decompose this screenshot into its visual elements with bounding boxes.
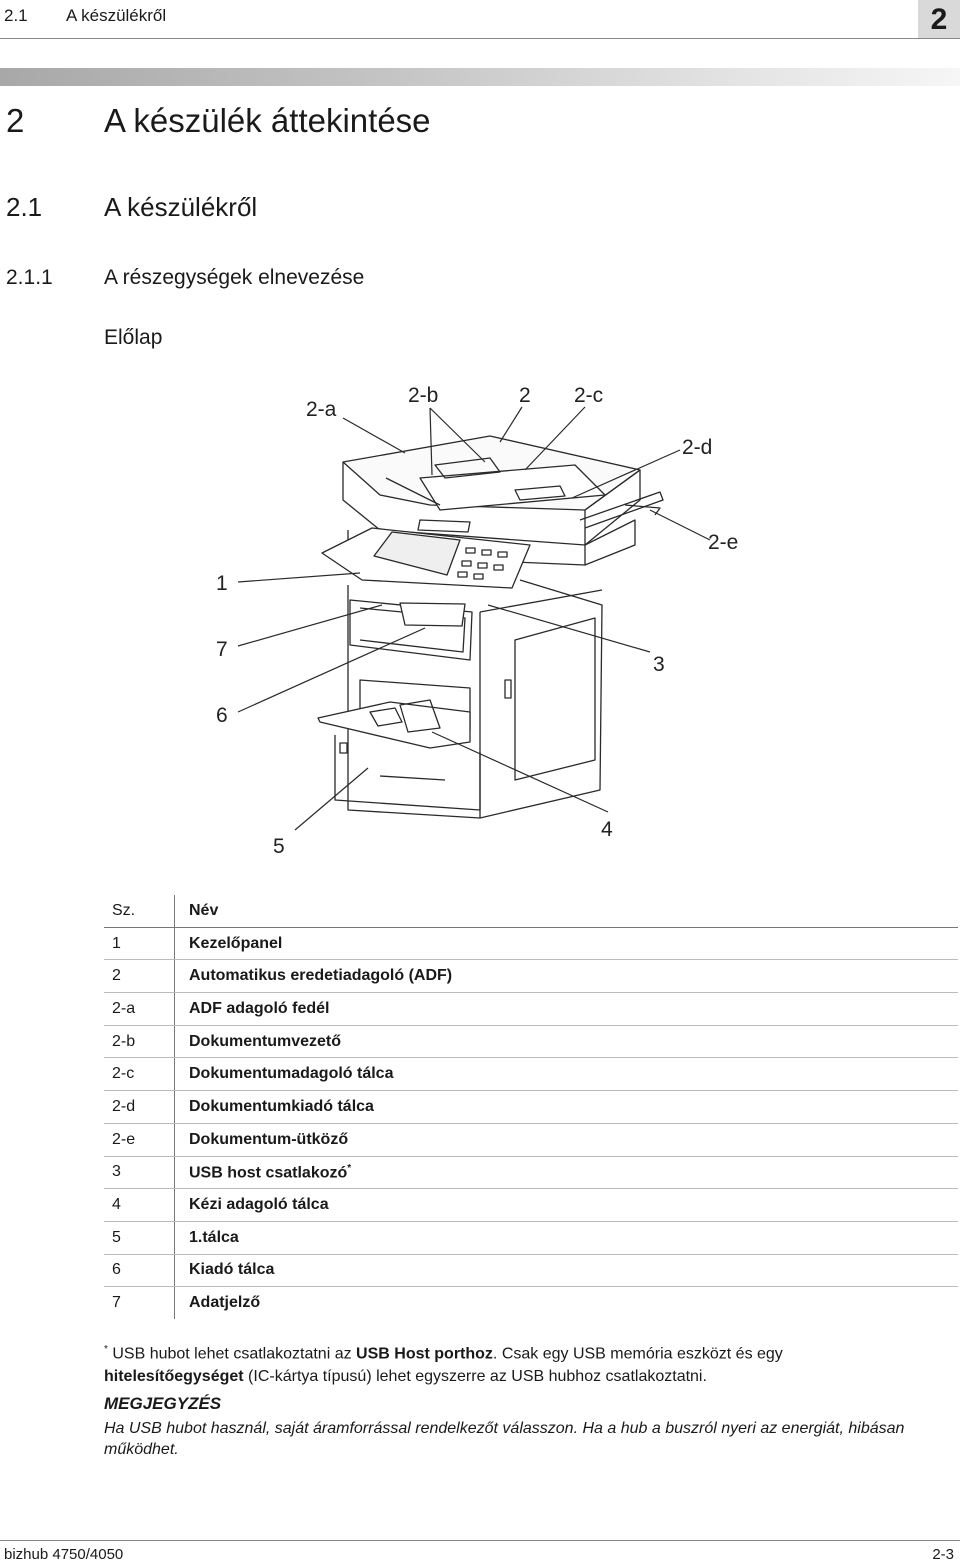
callout-1: 1 [216,572,228,595]
printer-diagram: 2-a 2-b 2 2-c 2-d 2-e 1 7 3 6 5 4 [216,384,738,858]
row-name: USB host csatlakozó [189,1164,348,1181]
row-number: 2-d [104,1090,175,1124]
row-number: 7 [104,1286,175,1319]
row-name: Dokumentum-ütköző [174,1123,958,1157]
chapter-title: 2 A készülék áttekintése [6,102,431,140]
row-name: ADF adagoló fedél [174,992,958,1026]
column-header-name: Név [174,895,958,928]
row-number: 2 [104,959,175,994]
footer-page-number: 2-3 [932,1546,954,1563]
row-name: Kiadó tálca [174,1254,958,1288]
row-number: 5 [104,1221,175,1255]
footer-divider [0,1540,960,1541]
note-title: MEGJEGYZÉS [104,1394,222,1413]
row-name: Automatikus eredetiadagoló (ADF) [174,959,958,994]
row-number: 2-c [104,1057,175,1092]
header-section-number: 2.1 [4,6,28,25]
column-header-number: Sz. [104,895,175,928]
footnote-bold-1: USB Host porthoz [356,1345,493,1363]
note-text: Ha USB hubot használ, saját áramforrássa… [104,1420,905,1458]
callout-4: 4 [601,818,613,841]
row-name: 1.tálca [174,1221,958,1255]
table-row: 7 Adatjelző [104,1286,958,1319]
footnote-text-3: (IC-kártya típusú) lehet egyszerre az US… [243,1368,707,1386]
chapter-badge: 2 [918,0,960,38]
footnote-text-2: . Csak egy USB memória eszközt és egy [492,1345,783,1363]
view-label: Előlap [104,326,163,349]
section-title-number: 2.1 [6,192,43,222]
chapter-title-number: 2 [6,102,25,139]
footnote-marker: * [347,1162,352,1174]
section-title-text: A készülékről [104,192,258,222]
chapter-title-text: A készülék áttekintése [104,102,431,139]
subsection-title: 2.1.1 A részegységek elnevezése [6,266,364,290]
footnote: * USB hubot lehet csatlakoztatni az USB … [104,1338,904,1388]
section-title: 2.1 A készülékről [6,192,257,223]
callout-2e: 2-e [708,531,738,554]
row-name: Dokumentumvezető [174,1025,958,1059]
footnote-bold-2: hitelesítőegységet [104,1368,244,1386]
footnote-mark: * [104,1344,108,1355]
callout-7: 7 [216,638,228,661]
row-name: Adatjelző [189,1294,261,1312]
row-name-with-note: USB host csatlakozó* [174,1156,958,1190]
footer-model: bizhub 4750/4050 [4,1546,124,1563]
row-number: 1 [104,927,175,961]
footnote-text-1: USB hubot lehet csatlakoztatni az [107,1345,357,1363]
callout-2c: 2-c [574,384,603,407]
callout-6: 6 [216,704,228,727]
row-name: Kezelőpanel [174,927,958,961]
subsection-title-number: 2.1.1 [6,266,53,289]
row-number: 2-a [104,992,175,1026]
callout-2a: 2-a [306,398,337,421]
subsection-title-text: A részegységek elnevezése [104,266,365,289]
running-header: 2.1 A készülékről [4,6,166,26]
header-divider [0,38,960,39]
row-number: 4 [104,1188,175,1222]
callout-2: 2 [519,384,531,407]
row-number: 6 [104,1254,175,1288]
callout-3: 3 [653,653,665,676]
row-number: 3 [104,1156,175,1190]
row-name: Dokumentumkiadó tálca [174,1090,958,1124]
callout-2b: 2-b [408,384,438,407]
row-number: 2-b [104,1025,175,1059]
row-name: Dokumentumadagoló tálca [174,1057,958,1092]
row-number: 2-e [104,1123,175,1157]
chapter-band [0,68,960,86]
callout-5: 5 [273,835,285,858]
header-section-title: A készülékről [66,6,167,25]
table-header-row: Sz. Név [104,895,958,928]
callout-2d: 2-d [682,436,712,459]
row-name: Kézi adagoló tálca [174,1188,958,1222]
